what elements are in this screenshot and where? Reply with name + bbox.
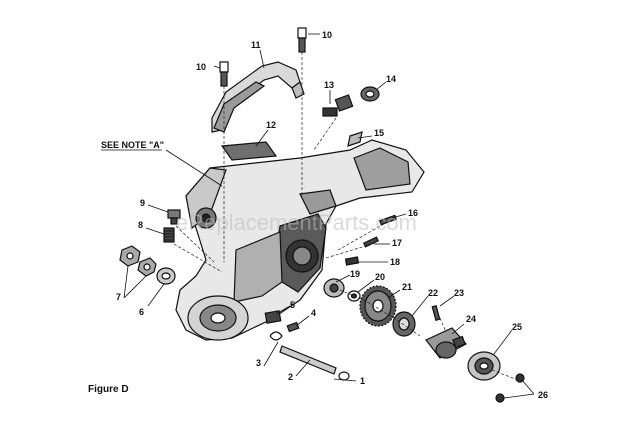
callout-12: 12 [266,120,276,130]
part-screw-left [219,61,229,87]
part-key-23 [431,304,441,322]
callout-18: 18 [390,257,400,267]
part-bearing-25 [467,351,501,381]
part-gear-21 [359,285,397,327]
part-nut-a [119,245,141,267]
callout-16: 16 [408,208,418,218]
callout-19: 19 [350,269,360,279]
part-bearing-22 [392,311,416,337]
part-clip [347,131,363,147]
callout-7: 7 [116,292,121,302]
callout-10-left: 10 [196,62,206,72]
callout-4: 4 [311,308,316,318]
callout-3: 3 [256,358,261,368]
callout-10-right: 10 [322,30,332,40]
callout-14: 14 [386,74,396,84]
part-axle-2 [279,345,337,375]
part-nut-b [137,257,157,277]
part-screws-26 [495,373,525,403]
callout-15: 15 [374,128,384,138]
assembly-guide-lines [173,52,519,381]
callout-25: 25 [512,322,522,332]
part-screw-right [297,27,307,53]
part-clip-3 [269,331,283,341]
part-screw-9 [167,209,181,225]
part-brush-holder [322,94,354,117]
callout-17: 17 [392,238,402,248]
callout-26: 26 [538,390,548,400]
figure-label: Figure D [88,384,129,395]
callout-13: 13 [324,80,334,90]
callout-21: 21 [402,282,412,292]
part-ering-1 [338,371,350,381]
part-spring-18 [344,256,360,266]
see-note-label: SEE NOTE "A" [101,140,164,150]
part-screw-4 [286,321,300,333]
part-shaft-24 [425,327,467,359]
callout-23: 23 [454,288,464,298]
leader-lines [123,33,535,399]
callout-5: 5 [290,300,295,310]
callout-11: 11 [251,40,261,50]
parts-drawing [119,27,525,403]
part-washer-6 [156,267,176,285]
callout-6: 6 [139,307,144,317]
callout-9: 9 [140,198,145,208]
callout-8: 8 [138,220,143,230]
callout-22: 22 [428,288,438,298]
part-handle [211,61,305,133]
part-cap [360,86,380,102]
part-label-plate [220,141,278,161]
part-spring-8 [163,227,175,243]
callout-20: 20 [375,272,385,282]
callout-labels: 1 2 3 4 5 6 7 8 9 10 10 11 12 13 14 15 1… [116,30,548,400]
watermark: eReplacementParts.com [176,210,417,235]
callout-2: 2 [288,372,293,382]
callout-24: 24 [466,314,476,324]
callout-1: 1 [360,376,365,386]
part-bearing-19 [323,278,345,298]
part-pin-17 [363,236,379,248]
part-main-housing [175,139,425,341]
